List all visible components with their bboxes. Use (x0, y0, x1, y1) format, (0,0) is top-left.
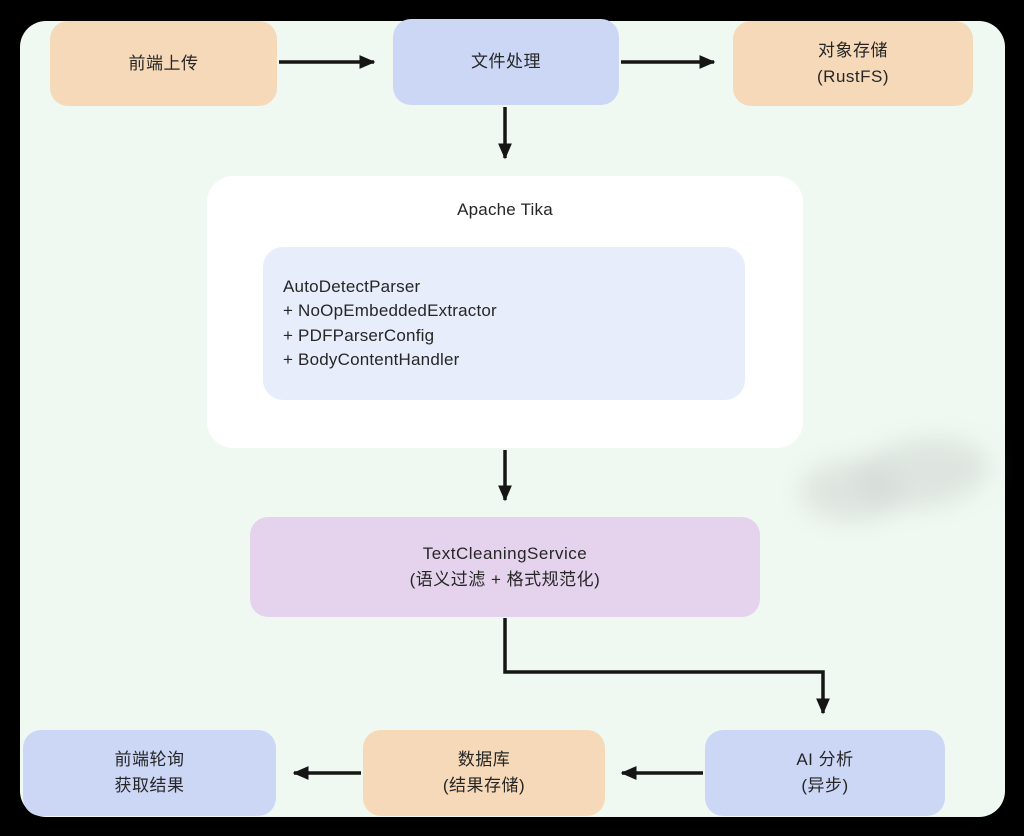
node-label-line2: 获取结果 (114, 776, 185, 795)
node-frontend-poll: 前端轮询 获取结果 (23, 730, 276, 816)
node-label: 前端上传 (128, 53, 199, 73)
node-ai-analysis: AI 分析 (异步) (705, 730, 945, 816)
tika-parser-config-box: AutoDetectParser + NoOpEmbeddedExtractor… (263, 247, 745, 400)
node-label-line1: 数据库 (457, 750, 511, 769)
tika-config-line: + NoOpEmbeddedExtractor (283, 301, 497, 320)
node-frontend-upload: 前端上传 (50, 21, 277, 106)
tika-config-line: AutoDetectParser (283, 276, 421, 296)
node-label-line1: TextCleaningService (422, 544, 588, 563)
node-label-line1: AI 分析 (796, 750, 854, 769)
node-apache-tika-container: Apache Tika AutoDetectParser + NoOpEmbed… (207, 176, 803, 448)
node-label-line2: (异步) (801, 776, 849, 795)
node-label-line1: 对象存储 (818, 40, 888, 60)
node-label-line2: (RustFS) (817, 66, 889, 86)
tika-config-line: + BodyContentHandler (283, 350, 460, 369)
node-label-line1: 前端轮询 (114, 750, 185, 769)
node-label-line2: (结果存储) (442, 776, 526, 795)
node-label-line2: (语义过滤 + 格式规范化) (409, 570, 601, 589)
apache-tika-title: Apache Tika (457, 200, 553, 219)
node-file-processing: 文件处理 (393, 19, 619, 105)
tika-config-line: + PDFParserConfig (283, 325, 435, 345)
node-object-storage: 对象存储 (RustFS) (733, 21, 973, 106)
node-text-cleaning-service: TextCleaningService (语义过滤 + 格式规范化) (250, 517, 760, 617)
node-database: 数据库 (结果存储) (363, 730, 605, 816)
node-label: 文件处理 (471, 52, 541, 71)
